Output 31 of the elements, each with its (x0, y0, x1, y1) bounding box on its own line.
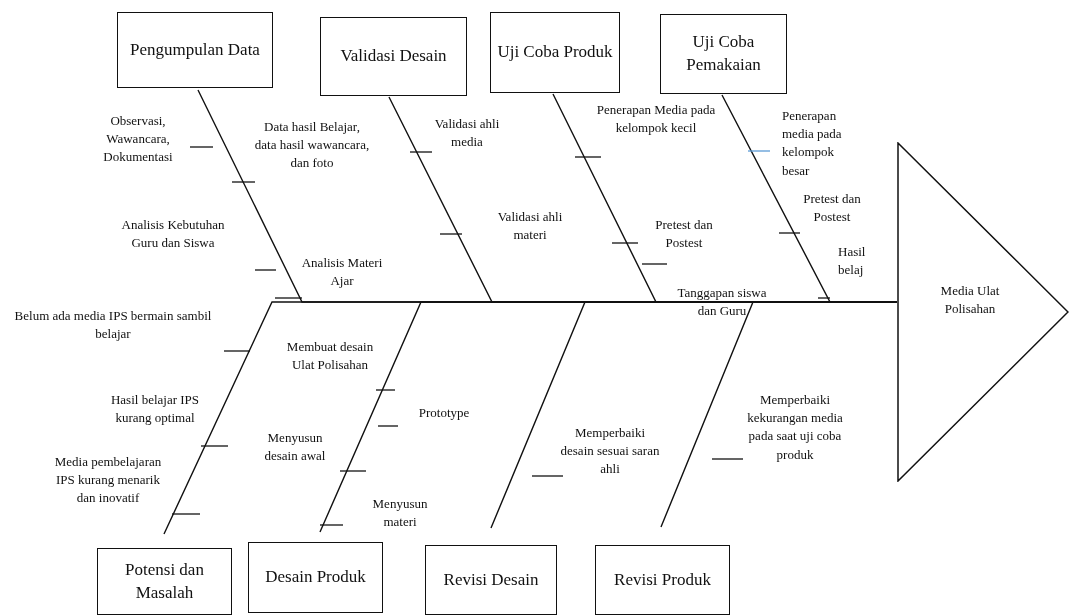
category-box: Desain Produk (248, 542, 383, 613)
category-box: Pengumpulan Data (117, 12, 273, 88)
category-box: Revisi Desain (425, 545, 557, 615)
cause-label: Memperbaiki desain sesuai saran ahli (560, 424, 660, 479)
category-box: Validasi Desain (320, 17, 467, 96)
cause-label: Hasil belajar IPS kurang optimal (109, 391, 201, 428)
cause-label: Validasi ahli materi (496, 208, 564, 245)
cause-label: Pretest dan Postest (654, 216, 714, 253)
category-box: Uji Coba Produk (490, 12, 620, 93)
category-box: Potensi dan Masalah (97, 548, 232, 615)
cause-label: Prototype (417, 404, 471, 422)
head-triangle (897, 142, 1069, 482)
cause-label: Observasi, Wawancara, Dokumentasi (102, 112, 174, 167)
head-label: Media Ulat Polisahan (939, 282, 1001, 319)
category-box: Revisi Produk (595, 545, 730, 615)
cause-label: Data hasil Belajar, data hasil wawancara, dan foto (253, 118, 371, 173)
cause-label: Menyusun materi (371, 495, 429, 532)
cause-label: Hasil belaj (838, 243, 867, 280)
cause-label: Menyusun desain awal (263, 429, 327, 466)
category-box: Uji Coba Pemakaian (660, 14, 787, 94)
cause-label: Pretest dan Postest (802, 190, 862, 227)
cause-label: Media pembelajaran IPS kurang menarik dan inovatif (53, 453, 163, 508)
cause-label: Penerapan Media pada kelompok kecil (595, 101, 717, 138)
cause-label: Memperbaiki kekurangan media pada saat uji coba produk (746, 391, 844, 464)
cause-label: Membuat desain Ulat Polisahan (285, 338, 375, 375)
cause-label: Penerapan media pada kelompok besar (782, 107, 843, 180)
cause-label: Analisis Materi Ajar (300, 254, 384, 291)
cause-label: Tanggapan siswa dan Guru (676, 284, 768, 321)
cause-label: Validasi ahli media (433, 115, 501, 152)
cause-label: Belum ada media IPS bermain sambil belajar (13, 307, 213, 344)
cause-label: Analisis Kebutuhan Guru dan Siswa (120, 216, 226, 253)
